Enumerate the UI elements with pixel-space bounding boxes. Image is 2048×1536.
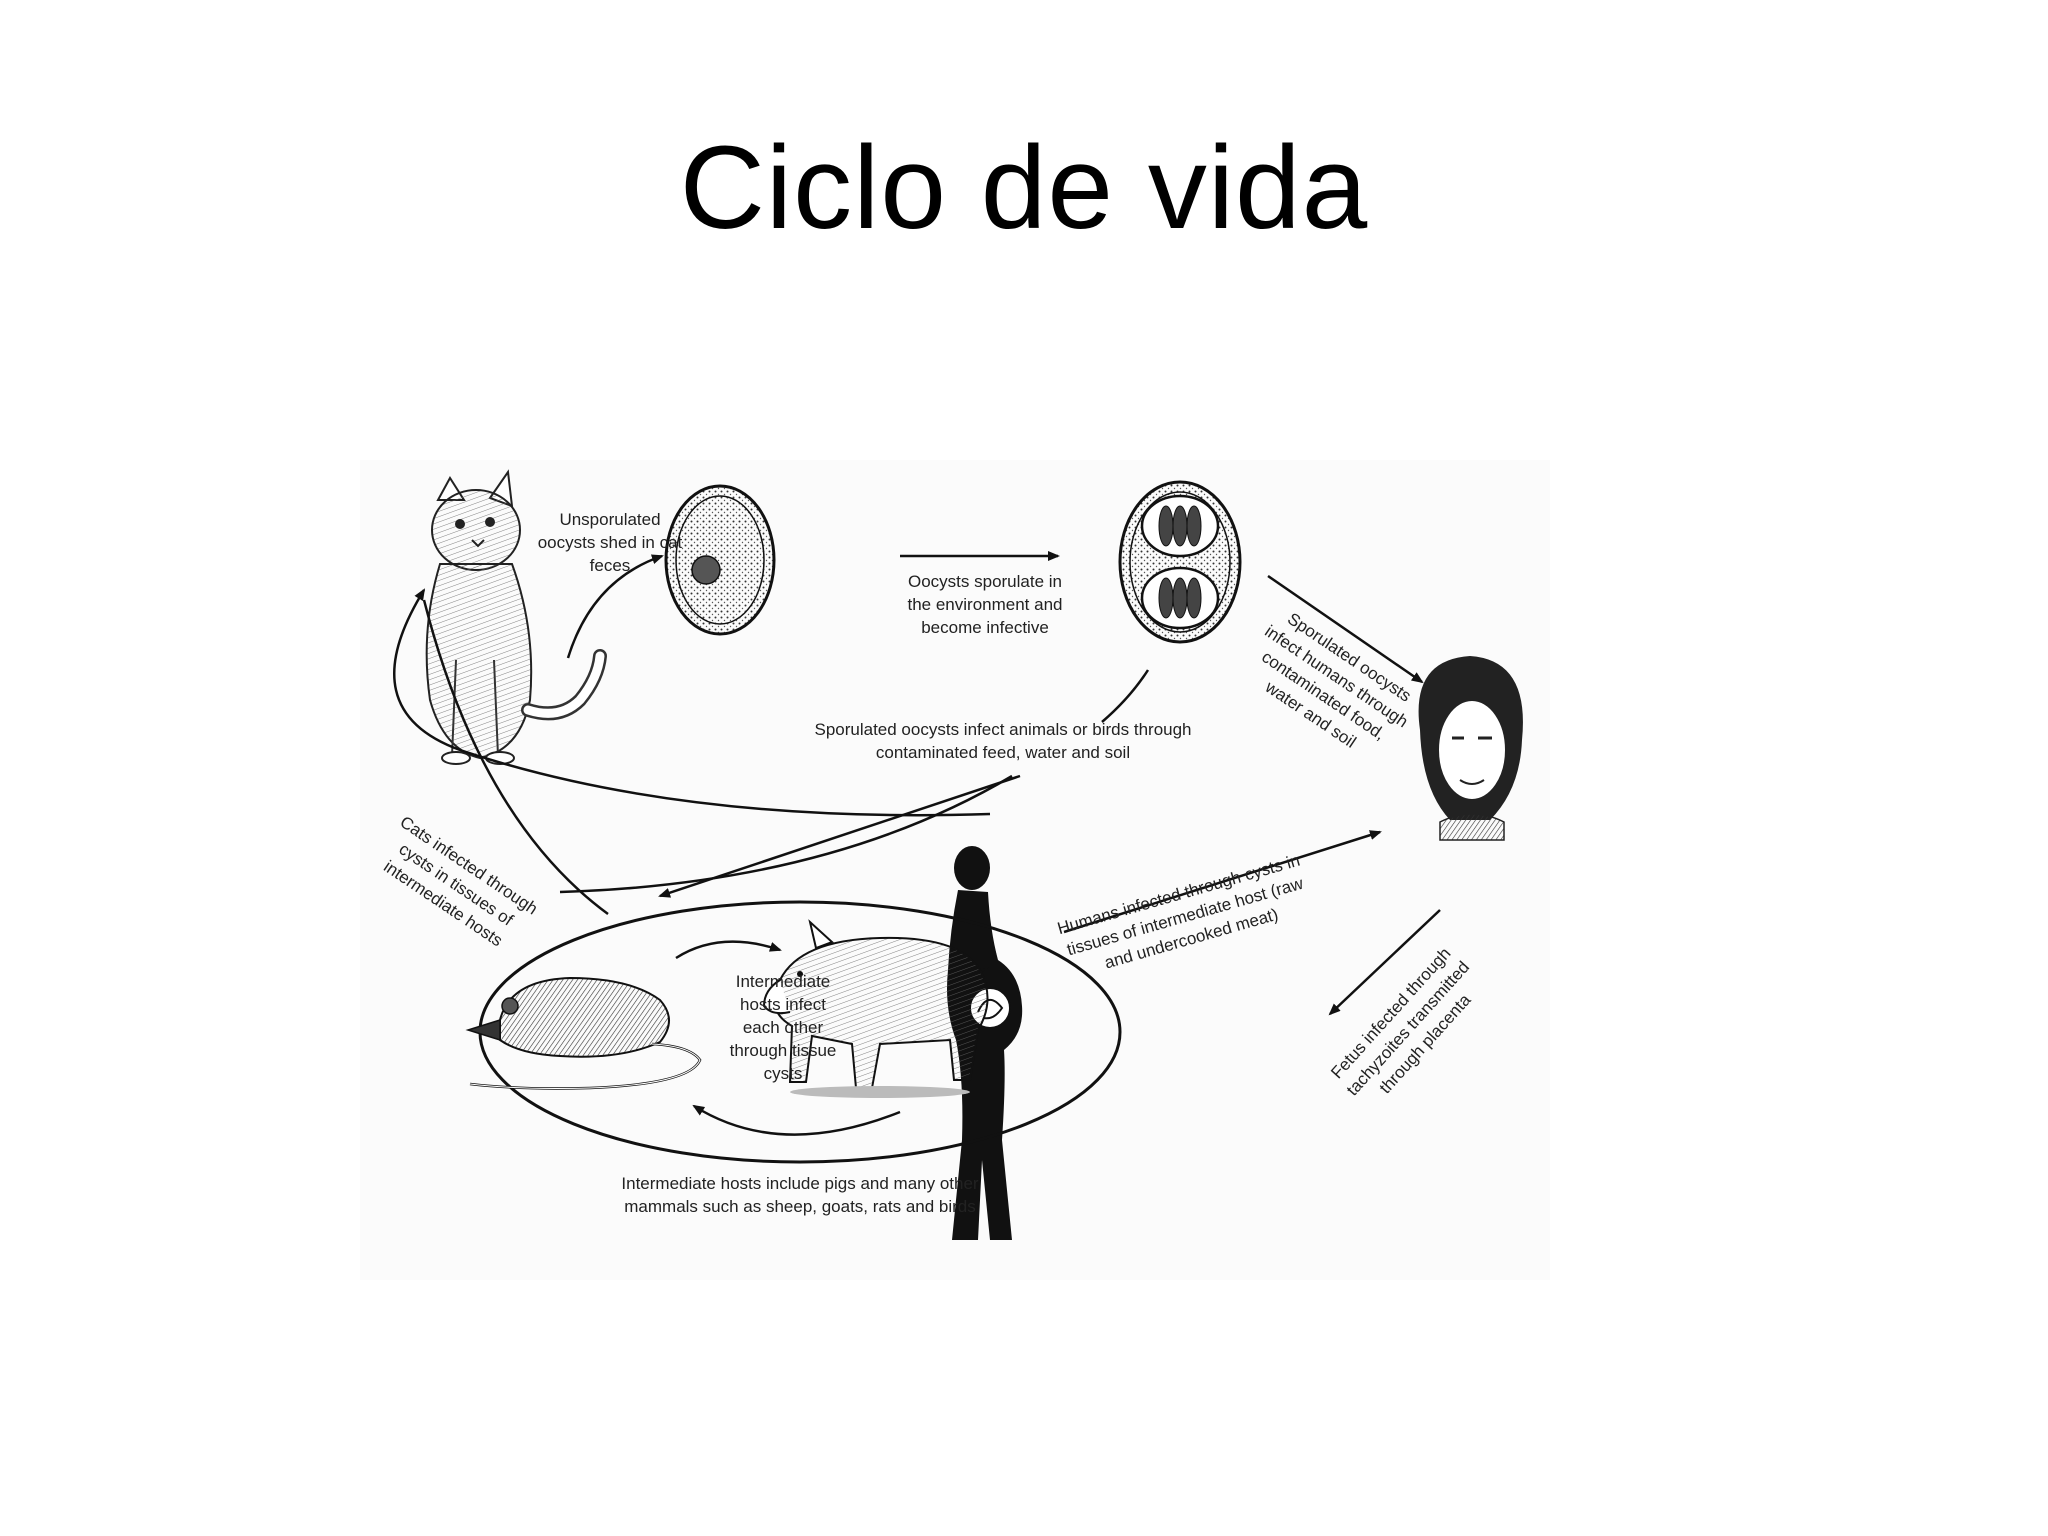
cycle-arrows	[393, 551, 1441, 1136]
label-intermediate-hosts: Intermediate hosts include pigs and many…	[621, 1174, 979, 1216]
slide-title: Ciclo de vida	[679, 122, 1369, 254]
label-intermediate-each: Intermediate hosts infect each other thr…	[729, 972, 837, 1083]
diagram-canvas	[393, 469, 1523, 1240]
rat-illustration	[465, 976, 702, 1090]
label-unsporulated: Unsporulated oocysts shed in cat feces	[537, 510, 683, 575]
sporulated-oocyst	[1118, 480, 1242, 644]
pig-illustration	[762, 919, 997, 1098]
unsporulated-oocyst	[664, 484, 776, 636]
life-cycle-diagram: Unsporulated oocysts shed in cat feces O…	[360, 460, 1550, 1280]
label-sporulate: Oocysts sporulate in the environment and…	[907, 572, 1063, 637]
woman-portrait	[1418, 656, 1523, 841]
label-animals: Sporulated oocysts infect animals or bir…	[814, 720, 1192, 762]
